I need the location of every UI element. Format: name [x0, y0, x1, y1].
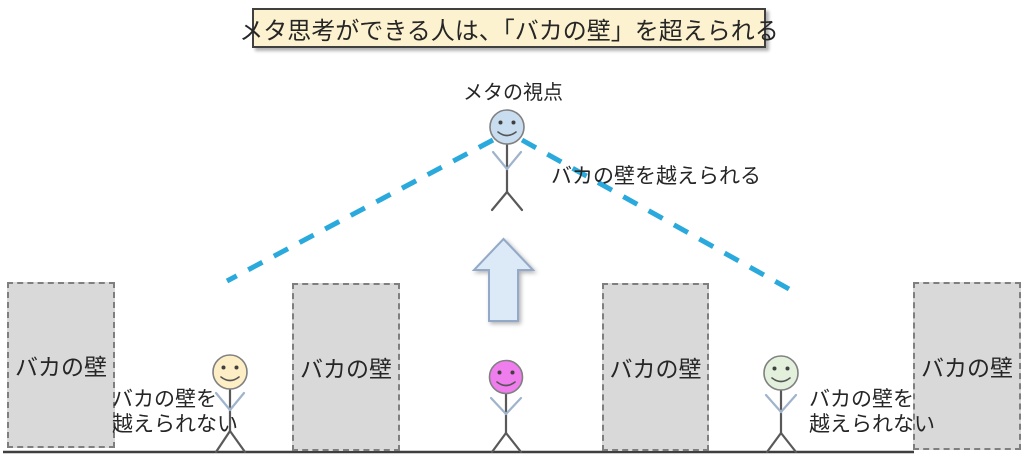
eye — [511, 120, 516, 125]
figure-leg — [765, 431, 783, 454]
figure-leg — [490, 431, 508, 454]
figure-arm — [504, 396, 523, 416]
figure-leg — [779, 431, 798, 454]
eye — [234, 365, 239, 370]
eye — [772, 366, 777, 371]
cannot-line-1: バカの壁を — [112, 388, 217, 411]
wall-4: バカの壁 — [913, 282, 1021, 450]
figure-leg — [504, 431, 523, 454]
smile — [220, 376, 240, 382]
wall-3: バカの壁 — [602, 283, 709, 451]
figure-leg — [505, 190, 524, 212]
wall-label: バカの壁 — [15, 354, 107, 380]
eye — [497, 370, 502, 375]
eye — [510, 370, 515, 375]
figure-arm — [505, 150, 523, 171]
eye — [498, 120, 503, 125]
cannot-line-2: 越えられない — [809, 413, 935, 436]
smiley-face-icon — [763, 355, 799, 391]
figure-arm — [764, 393, 783, 414]
stick-figure-meta — [489, 109, 525, 212]
stick-figure-right — [763, 355, 799, 454]
cannot-line-2: 越えられない — [112, 413, 238, 436]
stick-figure-center — [488, 359, 524, 454]
figure-arm — [779, 393, 798, 414]
wall-label: バカの壁 — [609, 356, 702, 382]
cannot-overcome-label-right: バカの壁を 越えられない — [809, 387, 935, 437]
eye — [785, 366, 790, 371]
wall-label: バカの壁 — [300, 356, 392, 382]
smiley-face-icon — [488, 359, 524, 395]
smiley-face-icon — [489, 109, 525, 145]
figure-arm — [489, 396, 508, 416]
smile — [496, 381, 516, 387]
smile — [771, 377, 791, 383]
title-box: メタ思考ができる人は、「バカの壁」を超えられる — [239, 8, 779, 48]
wall-label: バカの壁 — [921, 355, 1013, 381]
can-overcome-label: バカの壁を越えられる — [551, 165, 761, 188]
figure-arm — [491, 150, 509, 171]
smiley-face-icon — [212, 354, 248, 390]
cannot-line-1: バカの壁を — [809, 388, 914, 411]
up-arrow-icon — [471, 237, 536, 322]
meta-viewpoint-label: メタの視点 — [463, 82, 563, 104]
sight-line-left — [225, 137, 495, 284]
smile — [497, 131, 517, 137]
wall-1: バカの壁 — [7, 282, 115, 448]
cannot-overcome-label-left: バカの壁を 越えられない — [112, 387, 238, 437]
eye — [221, 365, 226, 370]
title-text: メタ思考ができる人は、「バカの壁」を超えられる — [239, 17, 779, 45]
figure-leg — [490, 190, 509, 212]
wall-2: バカの壁 — [292, 283, 400, 451]
